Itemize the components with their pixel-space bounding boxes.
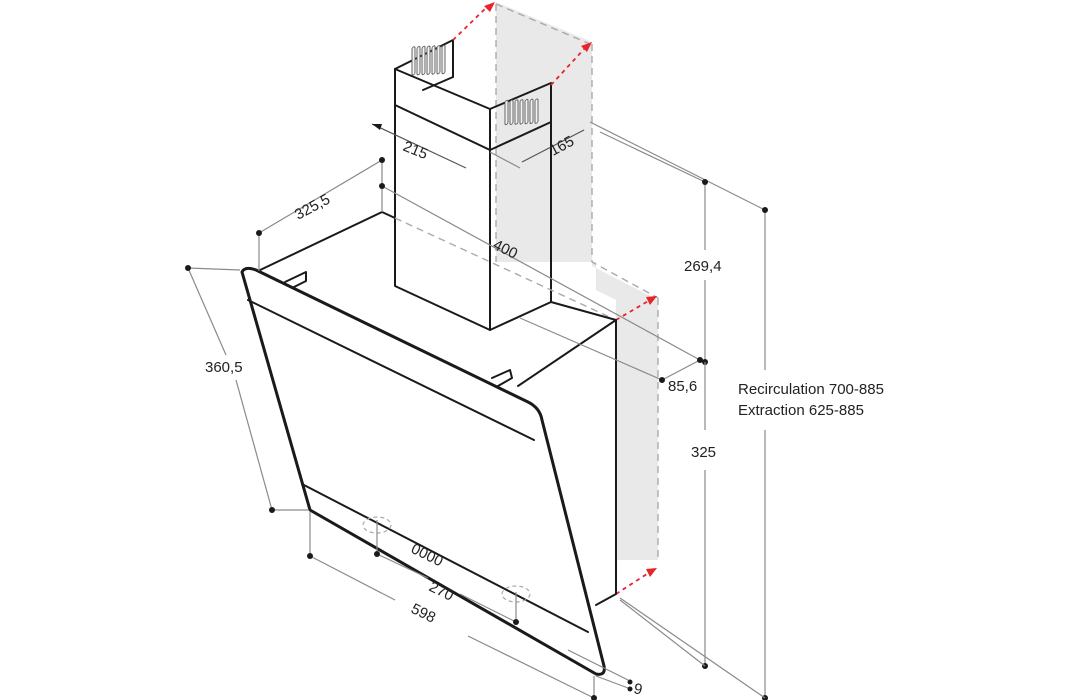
- dimension-lines: [185, 121, 768, 700]
- wall-shading: [495, 2, 659, 560]
- dim-glass-thickness: 9: [632, 680, 644, 698]
- dim-chimney-height: 269,4: [684, 258, 722, 275]
- note-recirculation: Recirculation 700-885: [738, 381, 884, 398]
- chimney: [394, 39, 552, 331]
- dim-hood-height: 325: [691, 444, 716, 461]
- dim-wall-offset: 85,6: [668, 378, 697, 395]
- hood-body: [257, 211, 617, 606]
- extension-arrows: [452, 2, 657, 595]
- control-display: 0000: [408, 540, 445, 570]
- chimney-vent-left: [411, 44, 446, 76]
- dim-hood-depth-top: 325,5: [292, 191, 333, 224]
- dim-control-spacing: 270: [426, 578, 456, 604]
- dim-chimney-width: 215: [401, 138, 431, 163]
- dim-glass-slant-height: 360,5: [205, 359, 243, 376]
- chimney-vent-right: [504, 98, 539, 126]
- note-extraction: Extraction 625-885: [738, 402, 864, 419]
- dim-hood-width: 598: [408, 600, 438, 626]
